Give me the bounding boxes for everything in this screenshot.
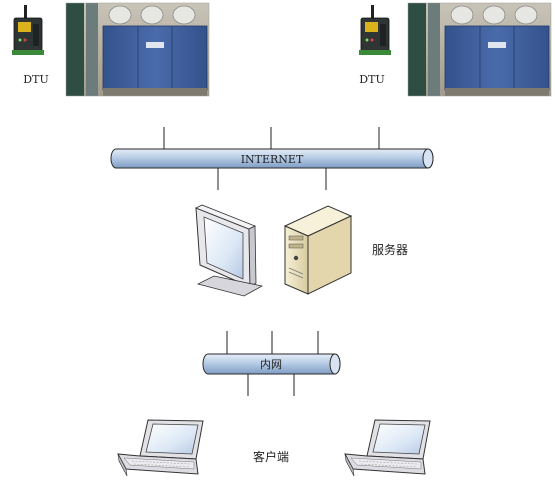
- clients-label: 客户端: [253, 449, 289, 464]
- server-tower-icon: [283, 205, 353, 295]
- dtu-right-label: DTU: [359, 73, 384, 86]
- laptop-icon: [117, 419, 204, 477]
- intranet-label: 内网: [260, 357, 282, 371]
- dtu-modem-icon: [359, 5, 391, 55]
- dtu-left: DTU: [12, 5, 49, 86]
- laptop-icon: [344, 419, 431, 477]
- dtu-left-label: DTU: [23, 73, 48, 86]
- monitor-icon: [195, 204, 264, 297]
- internet-label: INTERNET: [241, 153, 304, 166]
- cabinet-photo-right: [407, 2, 552, 97]
- dtu-right: DTU: [359, 5, 391, 86]
- server-label: 服务器: [372, 242, 408, 257]
- internet-bus: INTERNET: [110, 127, 434, 190]
- dtu-modem-icon: [12, 5, 44, 55]
- cabinet-photo-left: [65, 2, 210, 97]
- intranet-bus: 内网: [202, 331, 341, 396]
